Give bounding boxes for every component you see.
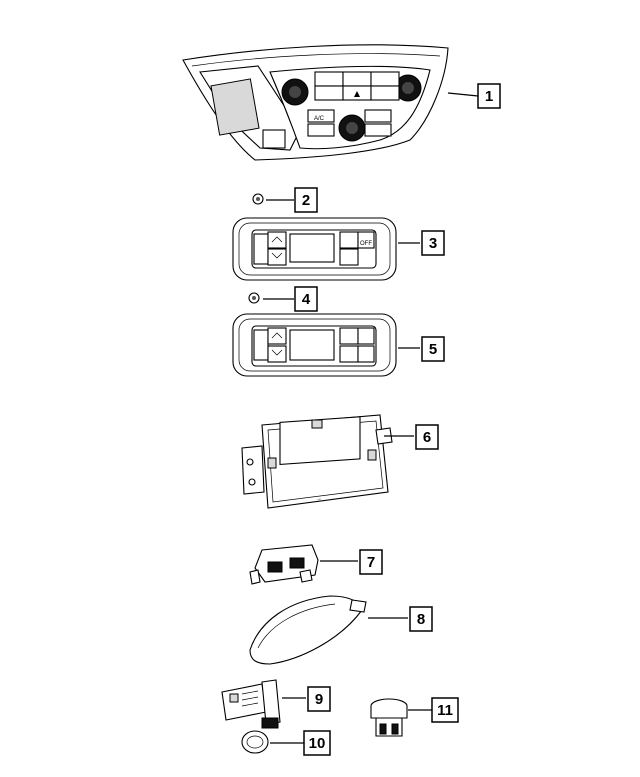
part-10-cap <box>241 730 304 754</box>
part-7-lamp-module <box>249 544 358 585</box>
callout-label-5: 5 <box>429 341 437 358</box>
module-arrow-mark: → <box>316 496 322 502</box>
part-1-climate-control-bezel: A/C <box>182 44 479 161</box>
part-6-control-module: → <box>241 414 414 509</box>
callout-box-2 <box>294 187 318 213</box>
callout-box-5 <box>421 336 445 362</box>
callout-label-6: 6 <box>423 429 431 446</box>
callout-box-4 <box>294 286 318 312</box>
callout-label-3: 3 <box>429 235 437 252</box>
part-3-rear-climate-control: OFF <box>232 217 420 281</box>
part-2-fastener <box>252 193 294 205</box>
callout-label-8: 8 <box>417 611 425 628</box>
part-5-rear-climate-control <box>232 313 420 377</box>
part-11-switch <box>370 698 432 737</box>
callout-box-11 <box>431 697 459 723</box>
callout-label-4: 4 <box>302 291 311 308</box>
off-button-label: OFF <box>360 241 372 247</box>
callout-label-11: 11 <box>437 702 453 719</box>
callout-box-10 <box>303 730 331 756</box>
callout-box-6 <box>415 424 439 450</box>
part-8-lamp-housing <box>249 595 408 665</box>
callout-label-10: 10 <box>309 735 326 752</box>
part-9-sensor <box>221 679 306 729</box>
callout-box-3 <box>421 230 445 256</box>
callout-label-1: 1 <box>485 88 493 105</box>
callout-label-2: 2 <box>302 192 310 209</box>
callout-label-7: 7 <box>367 554 375 571</box>
callout-box-9 <box>307 686 331 712</box>
part-4-fastener <box>248 292 294 304</box>
callout-box-8 <box>409 606 433 632</box>
ac-button-label: A/C <box>314 116 325 122</box>
callout-box-7 <box>359 549 383 575</box>
callout-label-9: 9 <box>315 691 323 708</box>
callout-box-1 <box>477 83 501 109</box>
